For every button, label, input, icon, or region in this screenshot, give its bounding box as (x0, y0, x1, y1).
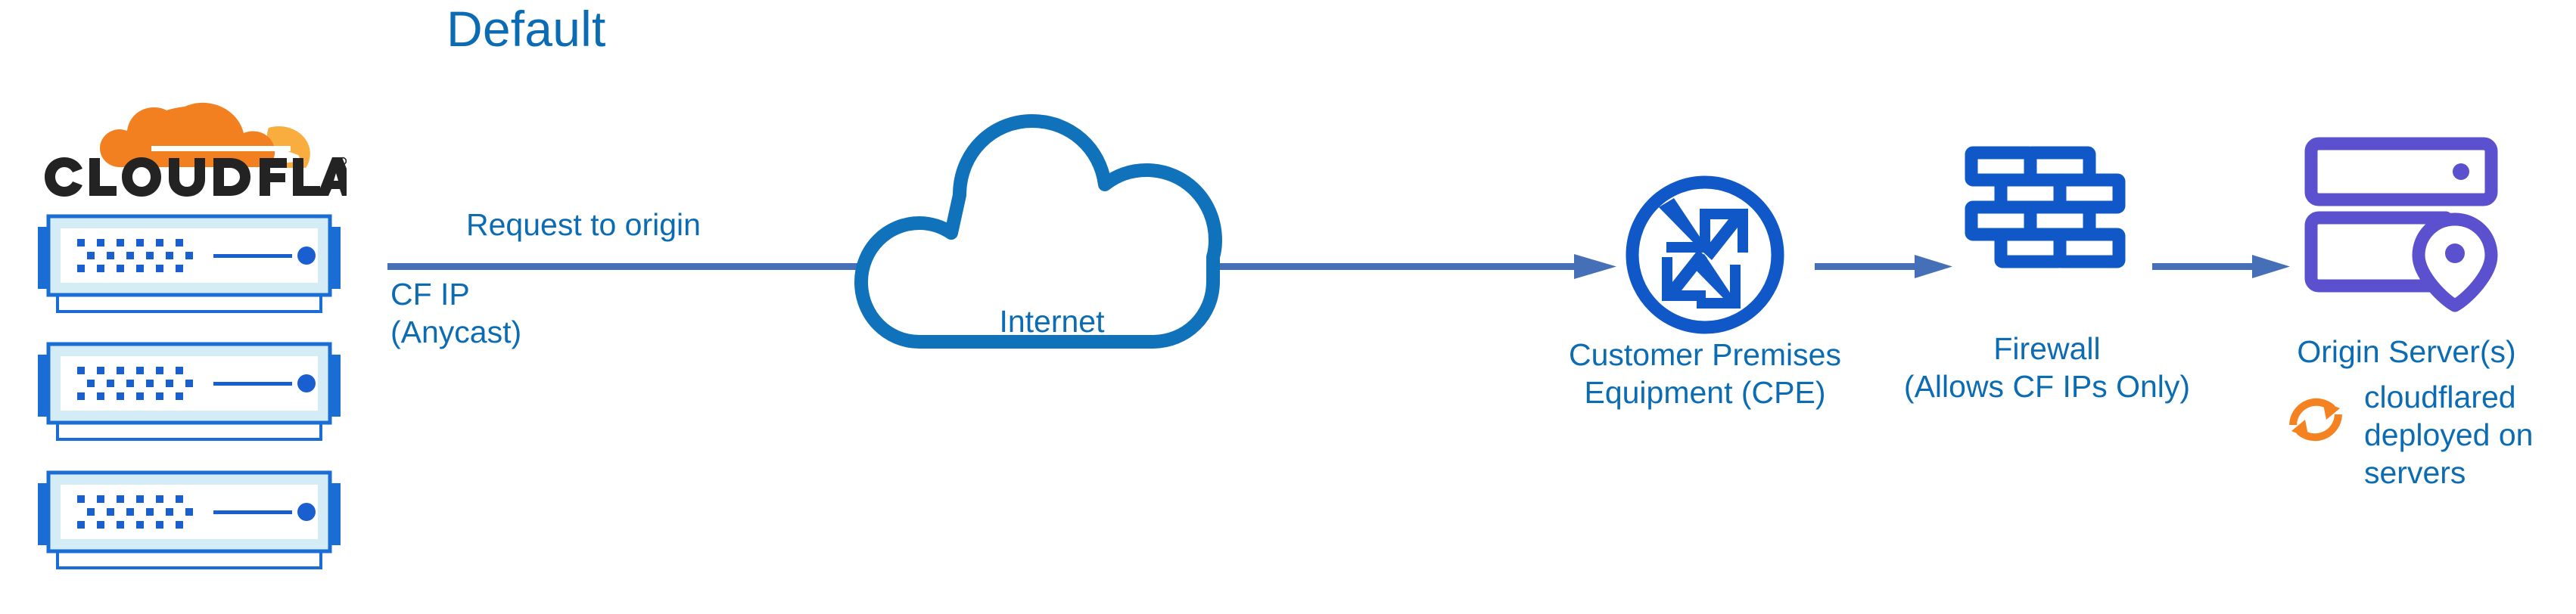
cloudflared-note-line1: cloudflared (2364, 380, 2516, 414)
edge-label-request-to-origin: Request to origin (466, 207, 701, 242)
cloudflared-note: cloudflared deployed on servers (2364, 378, 2576, 492)
network-switch-icon (23, 330, 356, 451)
origin-server-label: Origin Server(s) (2297, 334, 2516, 369)
arrow-right-icon (1815, 248, 1958, 286)
router-four-arrows-icon (1618, 168, 1792, 342)
brick-wall-icon (1962, 144, 2128, 287)
cf-ip-caption-line1: CF IP (390, 277, 470, 312)
firewall-label-line1: Firewall (1993, 331, 2101, 366)
network-switch-icon (23, 459, 356, 580)
cpe-label-line2: Equipment (CPE) (1584, 375, 1826, 411)
page-title: Default (446, 1, 606, 57)
cloudflared-note-line2: deployed on (2364, 417, 2534, 453)
cf-ip-caption: CF IP (Anycast) (390, 275, 521, 351)
cloudflare-logo (36, 92, 347, 206)
sync-arrows-icon (2279, 383, 2352, 455)
server-location-pin-icon (2304, 135, 2508, 312)
cpe-label: Customer Premises Equipment (CPE) (1508, 336, 1902, 411)
cf-ip-caption-line2: (Anycast) (390, 315, 522, 350)
firewall-label: Firewall (Allows CF IPs Only) (1869, 330, 2225, 405)
firewall-label-line2: (Allows CF IPs Only) (1903, 369, 2191, 405)
cloudflared-note-line3: servers (2364, 455, 2466, 491)
arrow-right-icon (2152, 248, 2296, 286)
network-switch-icon (23, 203, 356, 324)
cpe-label-line1: Customer Premises (1569, 337, 1841, 372)
cloud-icon (832, 106, 1271, 355)
internet-label: Internet (999, 304, 1105, 339)
